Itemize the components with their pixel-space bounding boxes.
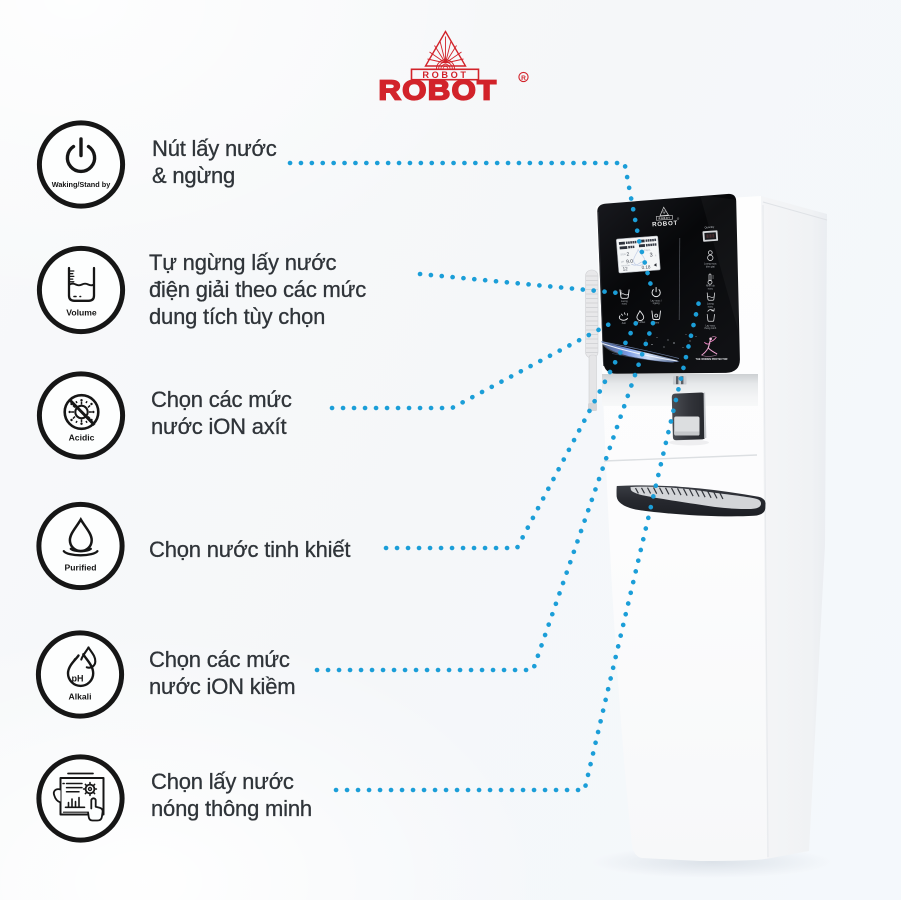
svg-text:Quantity: Quantity xyxy=(704,225,715,230)
svg-text:Tinh khiet: Tinh khiet xyxy=(635,321,646,324)
svg-text:Lay nuoc: Lay nuoc xyxy=(705,324,716,327)
svg-text:Luong: Luong xyxy=(707,303,714,306)
svg-text:ROBOT: ROBOT xyxy=(379,75,498,106)
svg-text:nuoc: nuoc xyxy=(622,303,628,306)
svg-text:Volume: Volume xyxy=(66,308,97,318)
svg-text:Waking/Stand by: Waking/Stand by xyxy=(52,180,111,189)
svg-text:Cap.L: Cap.L xyxy=(644,248,651,252)
svg-text:Purified: Purified xyxy=(65,563,97,573)
svg-text:3: 3 xyxy=(649,252,653,258)
svg-text:ngung: ngung xyxy=(653,302,660,305)
svg-text:Acidic: Acidic xyxy=(69,433,95,443)
svg-text:ROBOT: ROBOT xyxy=(658,216,670,221)
svg-text:Nhiet do: Nhiet do xyxy=(706,285,716,288)
svg-text:Kiem: Kiem xyxy=(654,321,659,324)
svg-text:thong minh: thong minh xyxy=(704,327,716,330)
svg-text:ROBOT: ROBOT xyxy=(652,220,678,229)
svg-text:12: 12 xyxy=(622,266,628,271)
svg-text:Luong: Luong xyxy=(621,300,628,303)
svg-text:9.0: 9.0 xyxy=(626,259,634,266)
svg-text:pH: pH xyxy=(72,674,84,684)
svg-text:2: 2 xyxy=(626,252,629,258)
svg-text:pH: pH xyxy=(621,260,625,263)
svg-text:nuoc: nuoc xyxy=(708,287,714,290)
svg-text:dien giai: dien giai xyxy=(706,265,715,268)
svg-text:Lay nuoc /: Lay nuoc / xyxy=(651,299,662,302)
svg-text:R: R xyxy=(521,75,526,82)
svg-text:ROBOT: ROBOT xyxy=(422,70,468,80)
svg-text:MINERAL: MINERAL xyxy=(621,264,631,268)
svg-text:0.18: 0.18 xyxy=(641,264,651,270)
svg-text:Alkali: Alkali xyxy=(69,692,92,702)
svg-text:Axit: Axit xyxy=(622,322,626,325)
svg-text:nuoc: nuoc xyxy=(708,305,714,308)
svg-text:SON: SON xyxy=(620,253,626,256)
svg-text:Luong nuoc: Luong nuoc xyxy=(704,263,717,266)
svg-text:L: L xyxy=(655,254,657,257)
svg-text:THE WOMEN PROTECTOR: THE WOMEN PROTECTOR xyxy=(696,358,728,361)
